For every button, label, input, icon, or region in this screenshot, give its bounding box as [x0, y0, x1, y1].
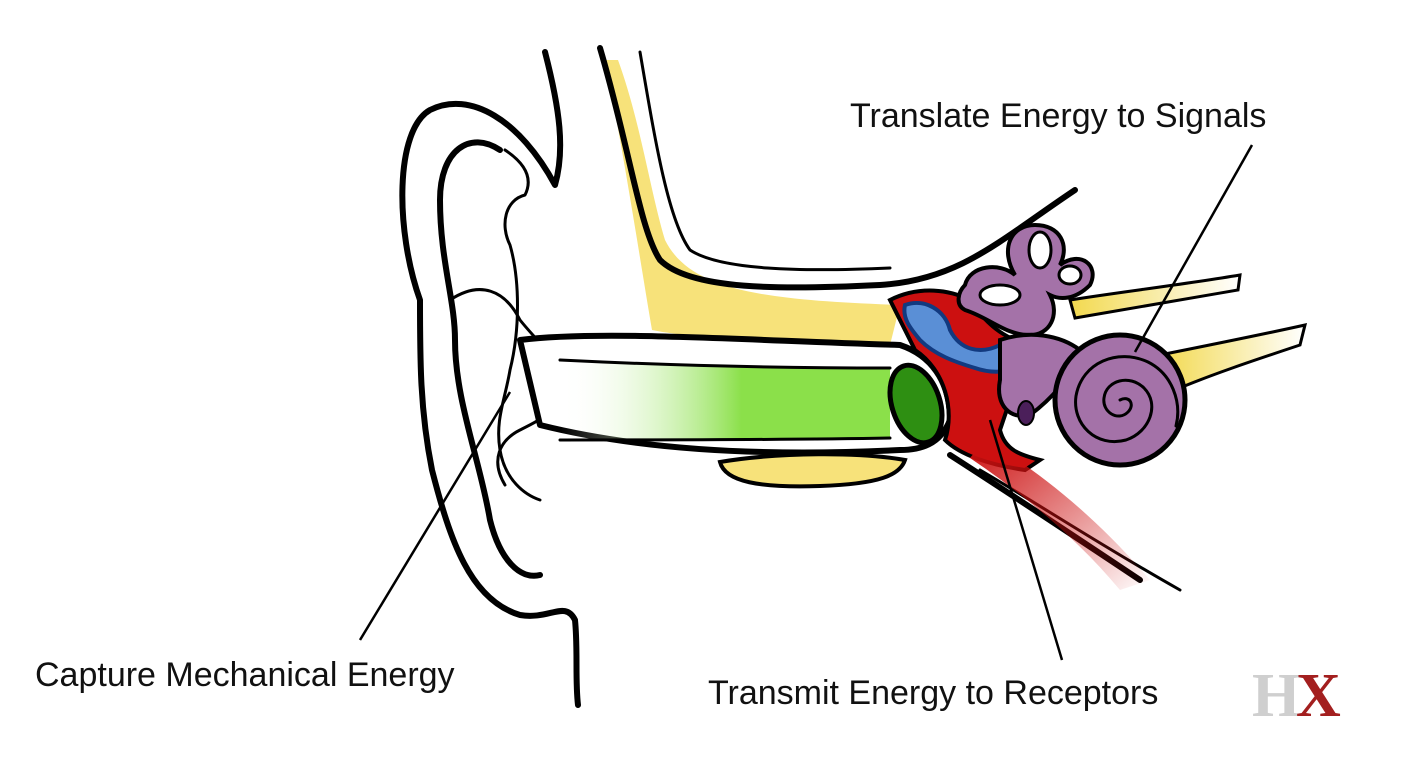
- label-capture-mechanical-energy: Capture Mechanical Energy: [35, 656, 455, 694]
- label-transmit-energy-to-receptors: Transmit Energy to Receptors: [708, 674, 1158, 712]
- logo-letter-x: X: [1296, 662, 1341, 730]
- pinna-outline: [399, 49, 581, 708]
- eardrum: [887, 362, 945, 446]
- head-outline-upper: [597, 45, 1078, 291]
- eustachian-tube: [970, 440, 1150, 590]
- leader-transmit: [988, 419, 1064, 661]
- semicircular-canals: [956, 222, 1095, 338]
- pinna-helix: [437, 139, 543, 579]
- inner-ear: [956, 222, 1188, 468]
- auditory-nerve-upper: [1068, 273, 1242, 320]
- hx-logo: H X: [1252, 662, 1341, 730]
- leader-capture: [358, 391, 512, 641]
- logo-letter-h: H: [1252, 662, 1300, 730]
- ear-canal: [560, 360, 890, 440]
- leader-translate: [1133, 144, 1254, 353]
- ear-canal-edge: [558, 358, 892, 442]
- pinna-antihelix: [497, 148, 542, 502]
- lower-bone: [717, 452, 908, 489]
- canal-loop-2: [1027, 230, 1053, 270]
- canal-loop-1: [978, 283, 1022, 307]
- label-translate-energy-to-signals: Translate Energy to Signals: [850, 97, 1266, 135]
- cochlea-spiral: [1074, 355, 1180, 443]
- head-outline-inner: [638, 50, 892, 272]
- auditory-nerve-lower: [1157, 323, 1308, 392]
- canal-loop-3: [1057, 264, 1083, 286]
- round-window: [1017, 400, 1035, 426]
